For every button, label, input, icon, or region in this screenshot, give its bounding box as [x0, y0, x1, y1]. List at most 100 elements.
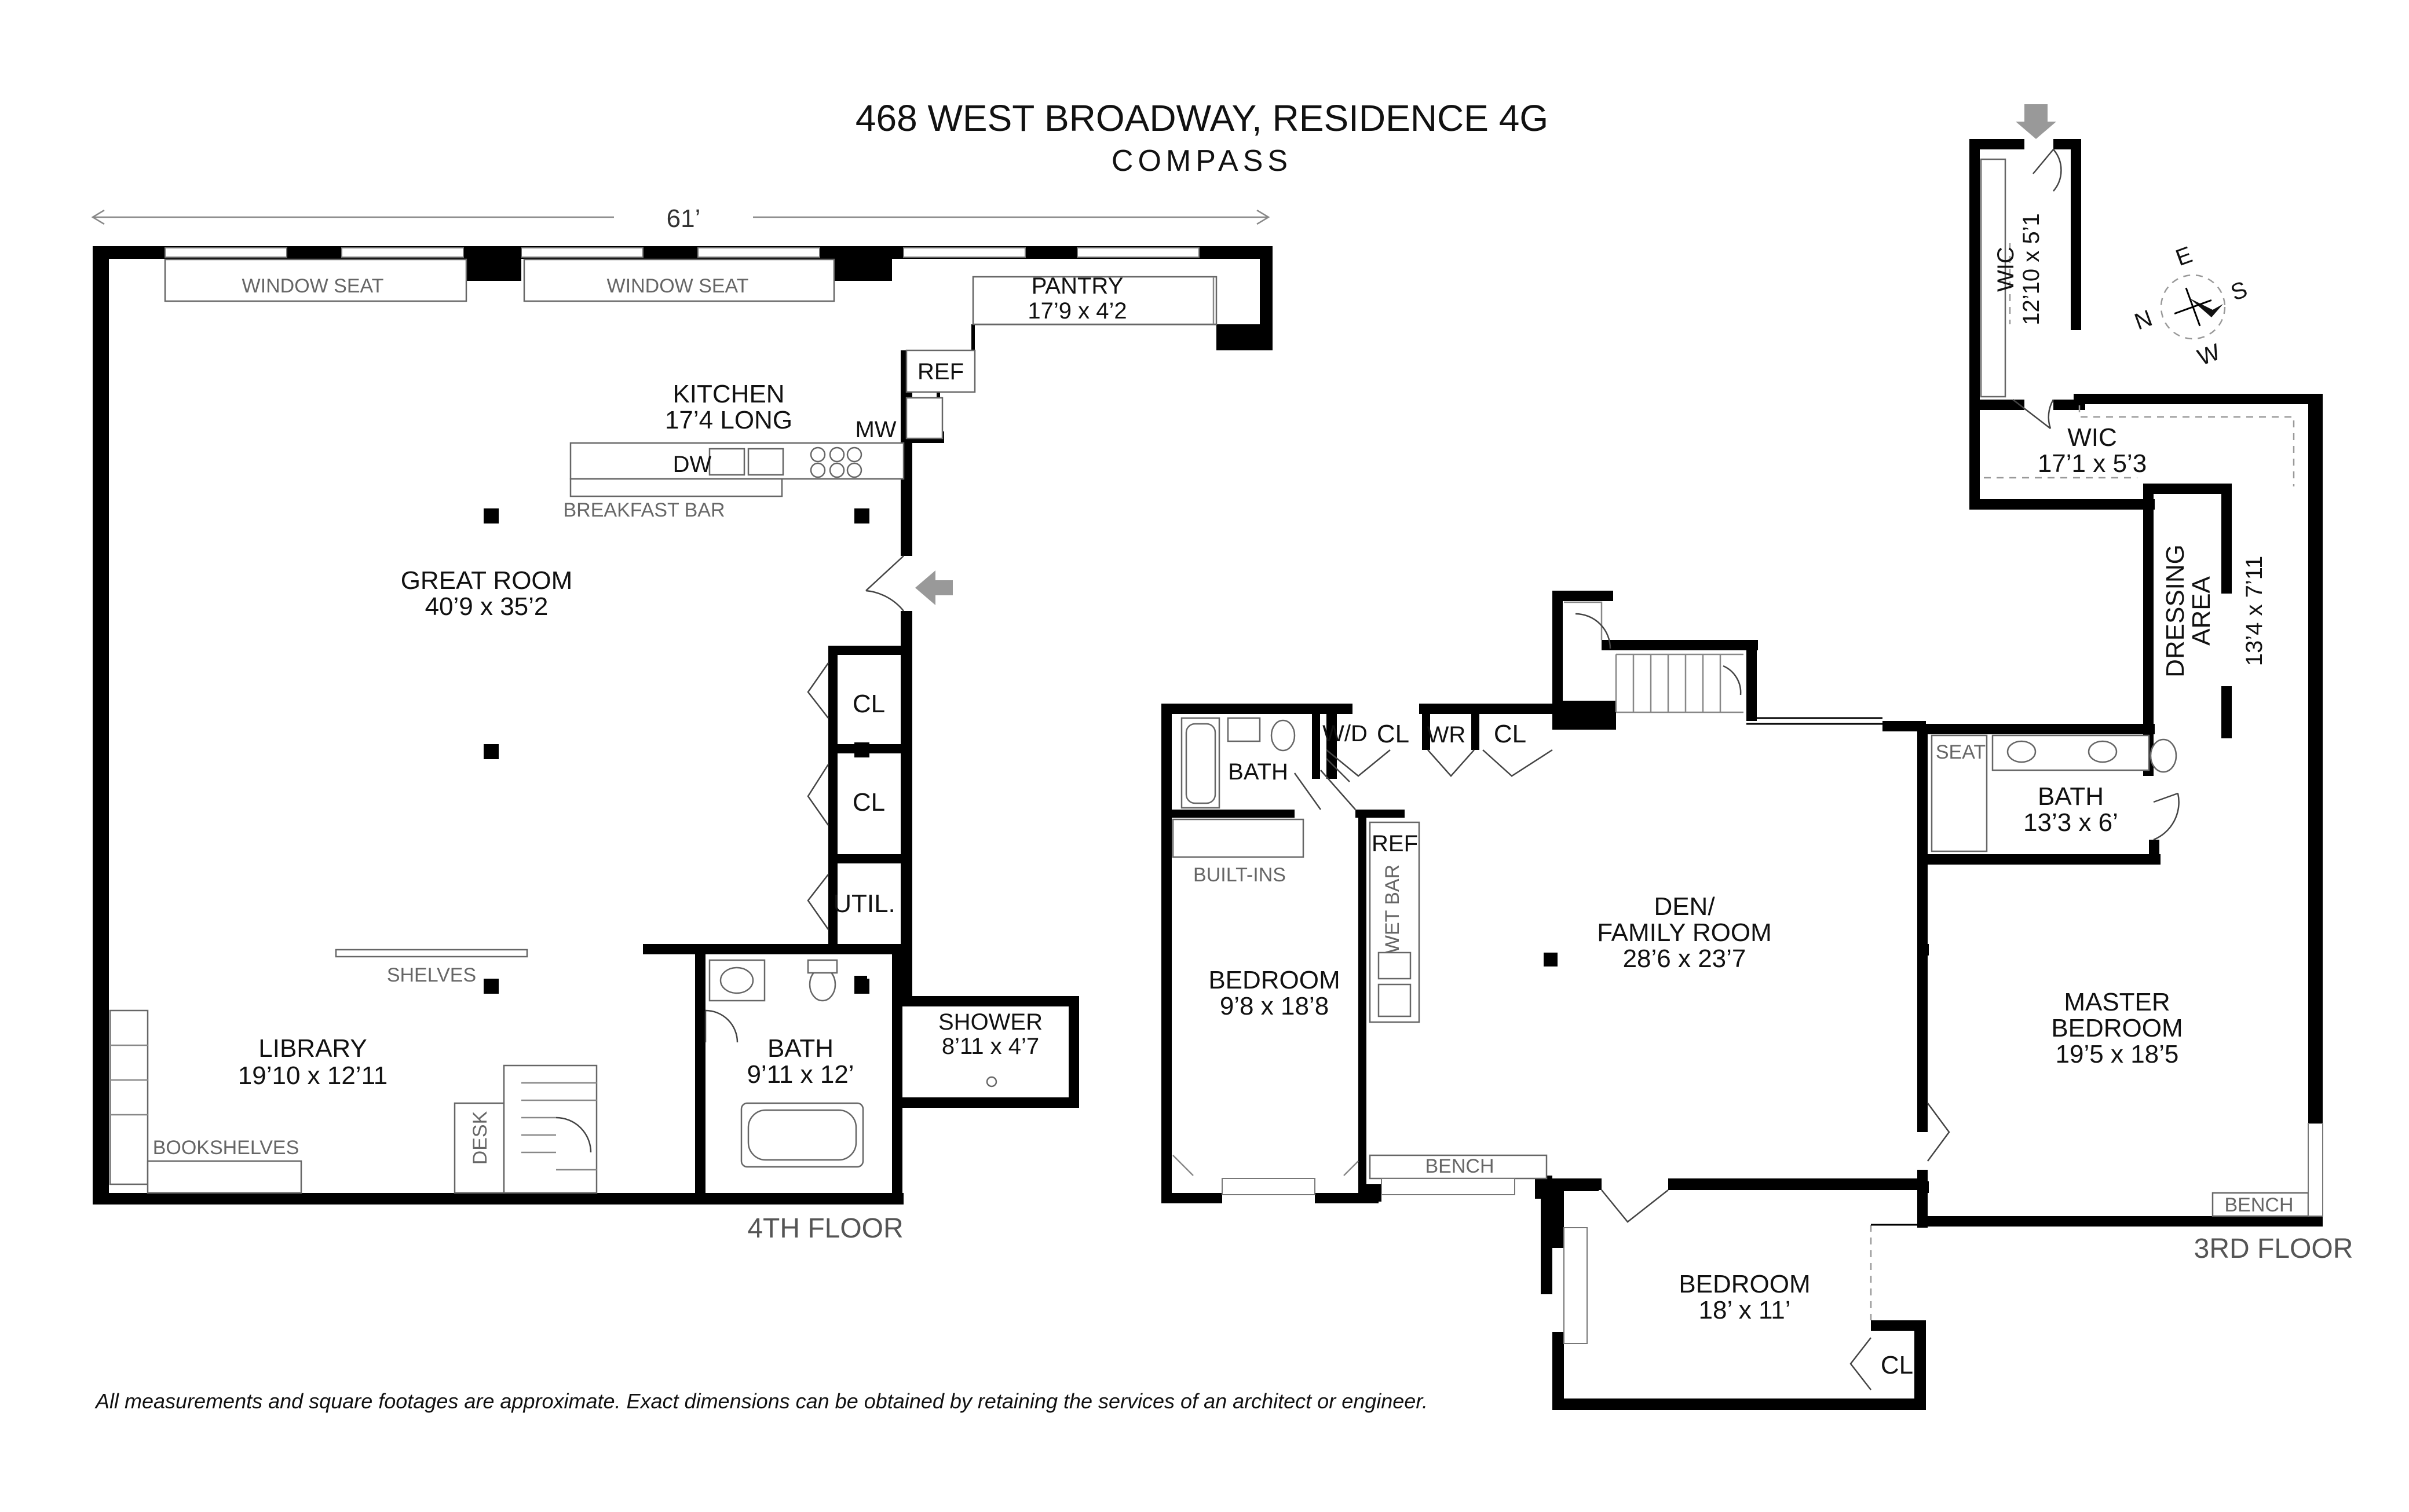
compass-e: E: [2172, 242, 2195, 271]
fourth-floor-walls: [93, 246, 1273, 1205]
den-column: [1544, 953, 1558, 966]
wr-label: WR: [1427, 722, 1466, 748]
bench-master-label: BENCH: [2224, 1194, 2293, 1216]
compass-rose-icon: [2160, 274, 2226, 340]
utility-doors-3rd: [1326, 749, 1553, 777]
great-room-dims: 40’9 x 35’2: [425, 592, 549, 621]
wet-bar-ref-label: REF: [1372, 831, 1418, 856]
window-seat-2: [523, 258, 835, 302]
dressing-dims: 13’4 x 7’11: [2242, 556, 2267, 667]
small-bath-label: BATH: [1228, 759, 1288, 785]
master-name-1: MASTER: [2064, 988, 2170, 1016]
closet-3rd-3-door: [1849, 1337, 1871, 1390]
bench-den-label: BENCH: [1425, 1155, 1494, 1177]
closet-3rd-3-label: CL: [1881, 1351, 1913, 1379]
bench-den: [1369, 1154, 1548, 1180]
master-window: [2308, 1123, 2323, 1217]
utility-label: UTIL.: [833, 889, 895, 918]
wet-bar-sink: [1377, 983, 1412, 1017]
master-bath-shower: [1931, 734, 1988, 852]
spiral-staircase: [503, 1064, 598, 1194]
closet-2-door: [807, 764, 829, 826]
bath-4th-dims: 9’11 x 12’: [747, 1060, 854, 1089]
small-bath-fixtures: [1180, 717, 1296, 809]
brand-logo: COMPASS: [1112, 144, 1292, 178]
kitchen-counter: [569, 442, 905, 497]
master-door: [1927, 1103, 1950, 1162]
bookshelves-label: BOOKSHELVES: [153, 1137, 299, 1159]
closet-1-label: CL: [853, 690, 885, 718]
washer-dryer-label: W/D: [1322, 721, 1368, 746]
shelves: [335, 949, 528, 958]
bedroom-2-window: [1563, 1227, 1588, 1344]
microwave-label: MW: [855, 417, 896, 442]
pantry-shelving: [972, 276, 1218, 325]
overall-dimension-label: 61’: [667, 204, 701, 233]
master-bath-fixtures: [1991, 734, 2177, 773]
bath-4th-door: [704, 1009, 739, 1043]
refrigerator: [905, 349, 976, 393]
master-dims: 19’5 x 18’5: [2056, 1040, 2179, 1068]
fourth-floor-label: 4TH FLOOR: [747, 1213, 903, 1244]
bedroom-2-door: [1601, 1189, 1669, 1223]
wic-top-shelf: [1980, 158, 2006, 398]
master-bath-dims: 13’3 x 6’: [2023, 808, 2118, 837]
microwave: [905, 397, 944, 440]
wic-top-lower-door: [2012, 399, 2055, 429]
wic-top-name: WIC: [1993, 247, 2019, 292]
entry-arrow-icon: [915, 570, 953, 605]
small-bath-doors: [1293, 758, 1356, 810]
library-dims: 19’10 x 12’11: [238, 1061, 388, 1090]
shower-drain: [986, 1076, 997, 1088]
great-room-name: GREAT ROOM: [401, 566, 573, 595]
shower-name: SHOWER: [938, 1009, 1043, 1035]
seat-label: SEAT: [1936, 741, 1986, 763]
closet-1-door: [807, 662, 829, 719]
breakfast-bar-label: BREAKFAST BAR: [563, 499, 725, 521]
master-bath-name: BATH: [2038, 782, 2104, 811]
disclaimer: All measurements and square footages are…: [94, 1389, 1428, 1413]
compass-w: W: [2194, 339, 2224, 371]
den-name-2: FAMILY ROOM: [1597, 918, 1772, 947]
overall-dimension-line: [91, 209, 1270, 225]
kitchen-dims: 17’4 LONG: [665, 406, 792, 434]
master-bath-door: [2153, 792, 2180, 841]
shower-dims: 8’11 x 4’7: [942, 1034, 1039, 1059]
entry-door: [865, 555, 904, 612]
pantry-name: PANTRY: [1032, 273, 1124, 299]
bedroom-1-window: [1222, 1178, 1315, 1195]
den-name-1: DEN/: [1654, 892, 1715, 921]
built-ins: [1172, 818, 1304, 858]
kitchen-name: KITCHEN: [672, 380, 784, 408]
compass-s: S: [2227, 277, 2250, 306]
dishwasher-label: DW: [673, 452, 712, 477]
closet-2-label: CL: [853, 788, 885, 817]
wet-bar-label: WET BAR: [1381, 865, 1403, 954]
bookshelves: [109, 1009, 302, 1194]
third-floor-walls: [1161, 139, 2323, 1410]
bath-4th-name: BATH: [767, 1034, 834, 1063]
wic-name: WIC: [2067, 423, 2117, 452]
listing-title: 468 WEST BROADWAY, RESIDENCE 4G: [856, 97, 1548, 139]
library-name: LIBRARY: [258, 1034, 367, 1063]
wic-dims: 17’1 x 5’3: [2038, 449, 2147, 478]
bedroom-1-dims: 9’8 x 18’8: [1220, 992, 1329, 1020]
dressing-name-2: AREA: [2187, 576, 2216, 645]
compass-n: N: [2131, 305, 2155, 335]
den-window: [1381, 1178, 1515, 1195]
third-floor-label: 3RD FLOOR: [2194, 1233, 2353, 1264]
bench-master: [2211, 1192, 2309, 1217]
entry-arrow-3rd-icon: [2016, 104, 2056, 139]
built-ins-label: BUILT-INS: [1193, 864, 1286, 886]
staircase-3rd: [1564, 601, 1743, 713]
wic-top-dims: 12’10 x 5’1: [2019, 213, 2044, 325]
bath-4th-fixtures: [708, 959, 867, 1168]
window-seat-1-label: WINDOW SEAT: [242, 275, 384, 297]
bedroom-1-name: BEDROOM: [1208, 966, 1340, 994]
wic-top-door: [2033, 149, 2062, 192]
desk-label: DESK: [469, 1111, 491, 1165]
master-name-2: BEDROOM: [2051, 1014, 2183, 1042]
window-seat-1: [164, 258, 467, 302]
closet-3rd-1-label: CL: [1377, 720, 1409, 748]
